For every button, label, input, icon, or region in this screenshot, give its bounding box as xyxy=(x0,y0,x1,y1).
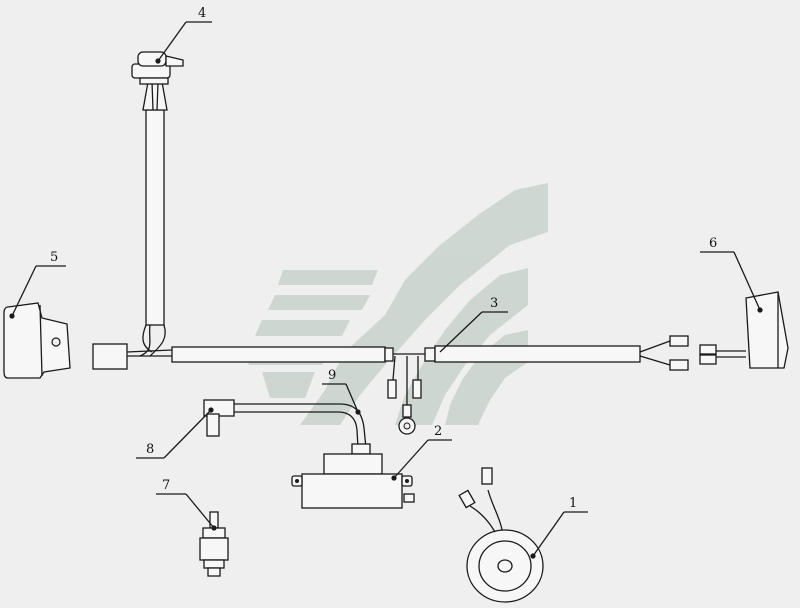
callout-8: 8 xyxy=(136,409,212,459)
callout-9-label: 9 xyxy=(328,368,336,383)
callout-1-label: 1 xyxy=(569,496,577,511)
branch-terminal-2 xyxy=(412,379,422,399)
callout-7-label: 7 xyxy=(162,478,170,493)
vertical-harness xyxy=(139,81,168,357)
callout-2-label: 2 xyxy=(434,424,442,439)
part-8-connector xyxy=(203,399,367,449)
part-1-horn xyxy=(458,467,544,603)
callout-1: 1 xyxy=(532,496,588,557)
callout-6: 6 xyxy=(700,236,761,311)
harness-sleeve-left xyxy=(171,346,386,363)
callouts: 1 2 3 4 5 6 7 xyxy=(11,6,761,557)
watermark-logo xyxy=(248,183,548,425)
callout-4: 4 xyxy=(157,6,212,62)
callout-3: 3 xyxy=(439,296,508,353)
part-6-unit xyxy=(699,291,789,369)
right-plug-upper xyxy=(669,335,689,347)
main-harness xyxy=(92,335,689,435)
harness-connector-left xyxy=(92,343,128,370)
part-7-sensor xyxy=(199,511,229,577)
callout-6-label: 6 xyxy=(709,236,717,251)
callout-5: 5 xyxy=(11,250,66,317)
callout-9: 9 xyxy=(322,368,359,413)
right-plug-lower xyxy=(669,359,689,371)
callout-7: 7 xyxy=(156,478,215,529)
part-5-lamp xyxy=(3,302,71,379)
part-2-module xyxy=(291,443,415,509)
branch-terminal-1 xyxy=(387,379,397,399)
callout-3-label: 3 xyxy=(490,296,498,311)
callout-4-label: 4 xyxy=(198,6,206,21)
part-4-switch xyxy=(131,51,184,85)
callout-5-label: 5 xyxy=(50,250,58,265)
harness-sleeve-right xyxy=(434,345,641,363)
callout-8-label: 8 xyxy=(146,442,154,457)
callout-2: 2 xyxy=(393,424,452,479)
